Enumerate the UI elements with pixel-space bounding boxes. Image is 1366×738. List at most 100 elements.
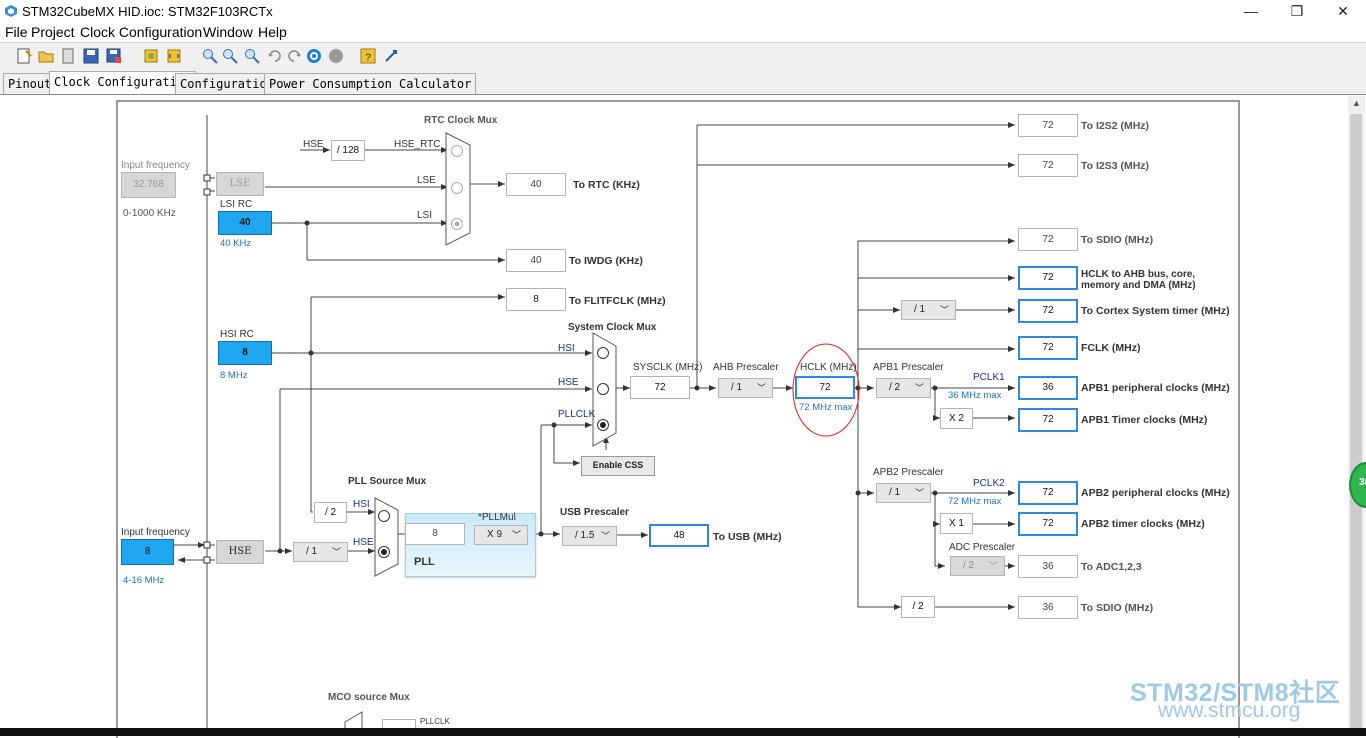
pclk1-label: PCLK1 bbox=[973, 372, 1005, 383]
zoom-out-icon[interactable] bbox=[222, 48, 238, 64]
save-as-icon[interactable] bbox=[106, 48, 122, 64]
refresh-icon[interactable] bbox=[306, 48, 322, 64]
lsi-value[interactable]: 40 bbox=[218, 211, 272, 235]
sysclk-value[interactable]: 72 bbox=[630, 376, 690, 399]
apb1-prescaler-label: APB1 Prescaler bbox=[873, 362, 944, 373]
out-fclk-label: FCLK (MHz) bbox=[1081, 342, 1141, 354]
taskbar-edge bbox=[0, 728, 1366, 736]
tab-bar: Pinout Clock Configuration Configuration… bbox=[0, 70, 1366, 95]
ahb-prescaler-dropdown[interactable]: / 1﹀ bbox=[718, 378, 773, 398]
minimize-button[interactable]: — bbox=[1244, 3, 1258, 19]
new-project-icon[interactable] bbox=[16, 48, 32, 64]
vertical-scrollbar[interactable]: ▲ bbox=[1348, 96, 1365, 736]
about-icon[interactable] bbox=[383, 48, 399, 64]
cortex-timer-value: / 1 bbox=[914, 304, 926, 315]
redo-icon[interactable] bbox=[287, 48, 303, 64]
pll-source-mux-title: PLL Source Mux bbox=[348, 476, 427, 487]
tab-power-consumption-calculator[interactable]: Power Consumption Calculator bbox=[264, 73, 477, 94]
zoom-in-icon[interactable] bbox=[202, 48, 218, 64]
chevron-down-icon: ﹀ bbox=[914, 488, 924, 498]
apb2-max: 72 MHz max bbox=[948, 496, 1002, 507]
apb2-timer-mul: X 1 bbox=[940, 513, 973, 534]
rtc-hse-div128: / 128 bbox=[331, 140, 365, 161]
out-cortex-value: 72 bbox=[1018, 299, 1078, 323]
ahb-prescaler-label: AHB Prescaler bbox=[713, 362, 779, 373]
generate-report-icon[interactable] bbox=[143, 48, 159, 64]
rtc-out-value: 40 bbox=[506, 173, 566, 196]
out-i2s3-value: 72 bbox=[1018, 154, 1078, 177]
scroll-up-icon[interactable]: ▲ bbox=[1352, 98, 1361, 108]
tab-configuration[interactable]: Configuration bbox=[175, 73, 279, 94]
window-title: STM32CubeMX HID.ioc: STM32F103RCTx bbox=[22, 4, 273, 19]
chevron-down-icon: ﹀ bbox=[988, 561, 998, 571]
hse-input-frequency[interactable]: 8 bbox=[121, 539, 174, 565]
out-sdio2-label: To SDIO (MHz) bbox=[1081, 602, 1154, 614]
maximize-button[interactable]: ❐ bbox=[1290, 3, 1304, 19]
hse-prediv-dropdown[interactable]: / 1 ﹀ bbox=[293, 542, 348, 562]
chevron-down-icon: ﹀ bbox=[939, 305, 949, 315]
save-icon[interactable] bbox=[83, 48, 99, 64]
watermark-logo: STM32/STM8社区 bbox=[1130, 679, 1341, 707]
chevron-down-icon: ﹀ bbox=[331, 547, 341, 557]
hse-block: HSE bbox=[216, 540, 264, 564]
apb1-prescaler-value: / 2 bbox=[889, 382, 901, 393]
out-hclk-label-line2: memory and DMA (MHz) bbox=[1081, 280, 1196, 291]
out-hclk-value: 72 bbox=[1018, 266, 1078, 290]
menu-project[interactable]: Project bbox=[31, 24, 75, 40]
lse-input-frequency[interactable]: 32.768 bbox=[121, 172, 176, 198]
hse-prediv-value: / 1 bbox=[306, 546, 318, 557]
pllmul-dropdown[interactable]: X 9﹀ bbox=[474, 525, 528, 545]
iwdg-out-label: To IWDG (KHz) bbox=[569, 255, 643, 267]
out-apb1-periph-label: APB1 peripheral clocks (MHz) bbox=[1081, 382, 1230, 394]
close-button[interactable]: ✕ bbox=[1337, 3, 1349, 19]
adc-prescaler-dropdown[interactable]: / 2 ﹀ bbox=[950, 556, 1005, 576]
chevron-down-icon: ﹀ bbox=[511, 530, 521, 540]
lsi-label: LSI RC bbox=[220, 199, 253, 210]
apb2-prescaler-dropdown[interactable]: / 1﹀ bbox=[876, 483, 931, 503]
sysclk-label: SYSCLK (MHz) bbox=[633, 362, 703, 373]
out-apb1-periph-value: 36 bbox=[1018, 376, 1078, 400]
menu-file[interactable]: File bbox=[5, 24, 28, 40]
generate-code-icon[interactable] bbox=[166, 48, 182, 64]
sys-mux-hsi-label: HSI bbox=[558, 343, 575, 354]
undo-icon[interactable] bbox=[266, 48, 282, 64]
pll-input-value: 8 bbox=[405, 523, 465, 545]
hclk-value[interactable]: 72 bbox=[795, 376, 855, 399]
reset-icon[interactable] bbox=[328, 48, 344, 64]
close-icon[interactable] bbox=[60, 48, 76, 64]
title-bar: STM32CubeMX HID.ioc: STM32F103RCTx — ❐ ✕ bbox=[0, 0, 1366, 23]
out-apb2-periph-label: APB2 peripheral clocks (MHz) bbox=[1081, 487, 1230, 499]
help-icon[interactable]: ? bbox=[360, 48, 376, 64]
menu-clock-configuration[interactable]: Clock Configuration bbox=[80, 24, 203, 40]
sys-mux-hse-label: HSE bbox=[558, 377, 579, 388]
out-adc-label: To ADC1,2,3 bbox=[1081, 561, 1142, 573]
adc-prescaler-value: / 2 bbox=[963, 560, 975, 571]
lse-range: 0-1000 KHz bbox=[123, 208, 176, 219]
cortex-timer-dropdown[interactable]: / 1 ﹀ bbox=[901, 300, 956, 320]
scroll-thumb[interactable] bbox=[1350, 114, 1362, 734]
out-apb1-timer-value: 72 bbox=[1018, 408, 1078, 432]
out-cortex-label: To Cortex System timer (MHz) bbox=[1081, 305, 1230, 317]
mco-mux-title: MCO source Mux bbox=[328, 692, 410, 703]
zoom-fit-icon[interactable] bbox=[244, 48, 260, 64]
out-i2s2-value: 72 bbox=[1018, 114, 1078, 137]
hsi-value[interactable]: 8 bbox=[218, 341, 272, 365]
hsi-unit: 8 MHz bbox=[220, 370, 248, 381]
menu-window[interactable]: Window bbox=[203, 24, 253, 40]
watermark-url: www.stmcu.org bbox=[1158, 699, 1301, 722]
tab-clock-configuration[interactable]: Clock Configuration bbox=[49, 71, 197, 95]
menu-help[interactable]: Help bbox=[258, 24, 287, 40]
tab-pinout[interactable]: Pinout bbox=[3, 73, 57, 94]
apb1-prescaler-dropdown[interactable]: / 2﹀ bbox=[876, 378, 931, 398]
out-sdio-label: To SDIO (MHz) bbox=[1081, 234, 1154, 246]
hsi-div2: / 2 bbox=[314, 502, 347, 523]
hse-range: 4-16 MHz bbox=[123, 575, 165, 586]
sdio-div2: / 2 bbox=[901, 596, 935, 618]
sys-mux-pllclk-label: PLLCLK bbox=[558, 409, 596, 420]
adc-prescaler-label: ADC Prescaler bbox=[949, 542, 1016, 553]
enable-css-button[interactable]: Enable CSS bbox=[581, 456, 655, 476]
out-adc-value: 36 bbox=[1018, 555, 1078, 578]
open-icon[interactable] bbox=[38, 48, 54, 64]
usb-prescaler-dropdown[interactable]: / 1.5﹀ bbox=[562, 526, 617, 546]
